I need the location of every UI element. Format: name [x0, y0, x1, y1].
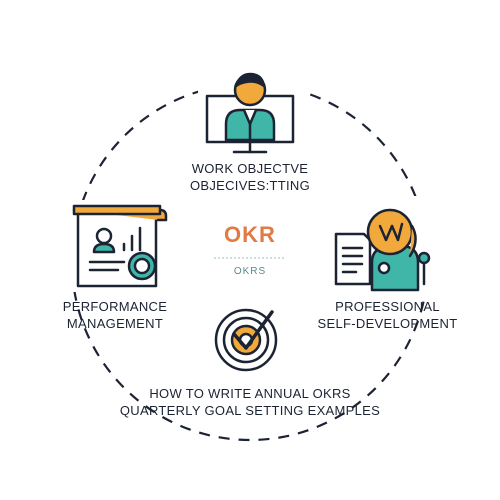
- left-node-line2: MANAGEMENT: [66, 316, 164, 331]
- bottom-node-caption: HOW TO WRITE ANNUAL OKRS QUARTERLY GOAL …: [100, 385, 400, 419]
- presentation-board-icon: [72, 204, 168, 288]
- left-node-line1: PERFORMANCE: [62, 299, 168, 314]
- left-node-caption: PERFORMANCE MANAGEMENT: [40, 298, 190, 332]
- top-node-line1: WORK OBJECTVE: [191, 161, 309, 176]
- bottom-node-line2: QUARTERLY GOAL SETTING EXAMPLES: [119, 403, 381, 418]
- top-node-caption: WORK OBJECTVE OBJECIVES:TTING: [150, 160, 350, 194]
- person-with-document-icon: [334, 208, 431, 292]
- bottom-node-line1: HOW TO WRITE ANNUAL OKRS: [149, 386, 351, 401]
- right-node-caption: PROFESSIONAL SELF-DEVELOPMENT: [305, 298, 470, 332]
- center-title: OKR: [224, 222, 276, 247]
- monitor-person-icon: [205, 72, 295, 154]
- target-checkmark-icon: [214, 308, 278, 372]
- top-node-line2: OBJECIVES:TTING: [189, 178, 311, 193]
- right-node-line2: SELF-DEVELOPMENT: [317, 316, 458, 331]
- center-subtitle: OKRS: [233, 266, 267, 277]
- right-node-line1: PROFESSIONAL: [335, 299, 440, 314]
